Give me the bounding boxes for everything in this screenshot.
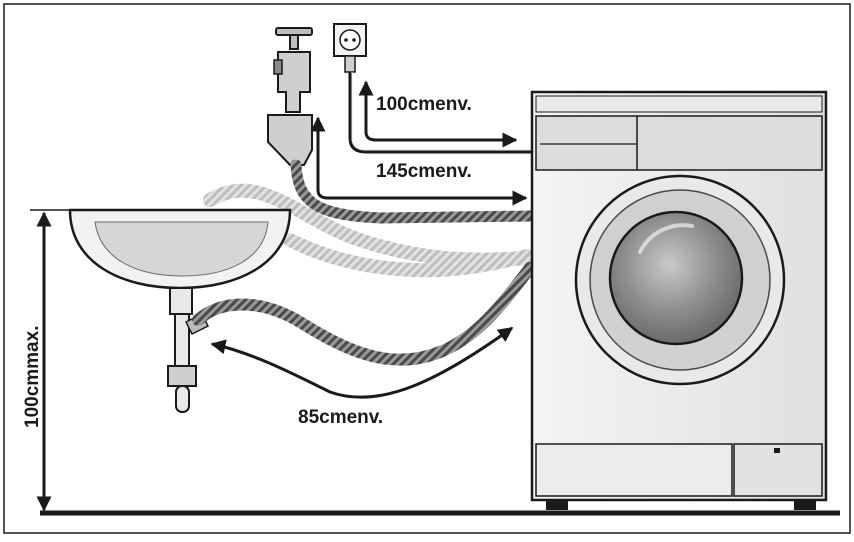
inlet-hose-length-arrow: [310, 116, 528, 206]
inlet-hose: [290, 159, 538, 224]
sink: [68, 208, 292, 413]
power-cord-length-label: 100cmenv.: [376, 94, 472, 115]
power-socket: [333, 23, 367, 73]
max-height-label: 100cmmax.: [22, 326, 43, 428]
drain-hose-alt-2: [283, 233, 535, 278]
control-panel: [535, 115, 823, 171]
door-glass: [608, 210, 744, 346]
inlet-hose-length-label: 145cmenv.: [376, 161, 472, 182]
drain-hose-length-arrow: [210, 326, 514, 399]
drain-hose: [192, 262, 536, 366]
drain-hose-length-label: 85cmenv.: [298, 407, 383, 428]
washing-machine: [530, 90, 828, 510]
water-tap: [267, 27, 313, 166]
